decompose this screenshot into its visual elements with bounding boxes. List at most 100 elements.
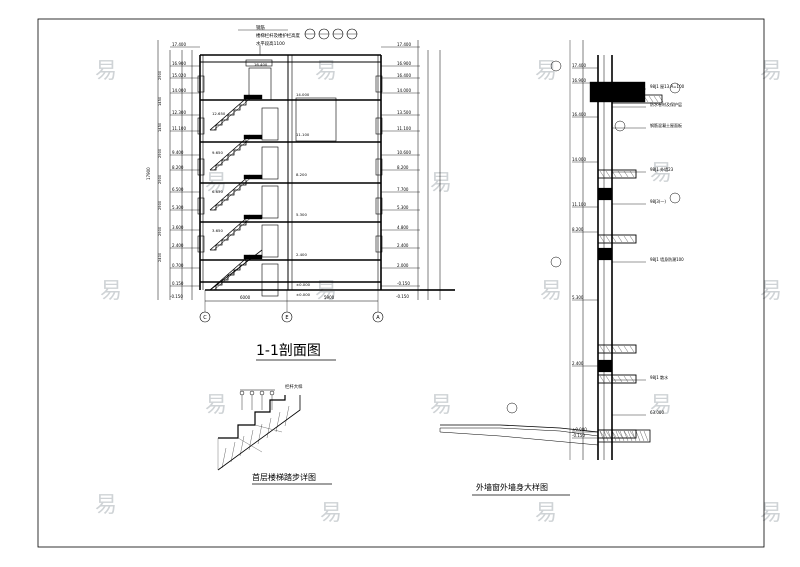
hatch-line: [629, 375, 635, 383]
dim-label: 2900: [158, 226, 162, 236]
hatch-line: [599, 375, 605, 383]
watermark-mark: 易: [100, 279, 122, 304]
hatch-line: [658, 95, 664, 103]
window-mark: [197, 75, 205, 93]
hatch-line: [221, 447, 227, 469]
level-left: 9.400: [172, 150, 184, 155]
window-sill: [597, 187, 613, 201]
hatch-line: [653, 95, 659, 103]
floor-band: [597, 234, 637, 244]
hatch-line: [615, 430, 621, 442]
floor-level: 5.300: [296, 212, 307, 217]
level-right: 10.600: [397, 150, 411, 155]
wall-level: ±0.000: [572, 427, 587, 432]
window-mark: [375, 197, 383, 215]
hatch-line: [611, 375, 617, 383]
landing: [243, 94, 263, 100]
wall-level: 8.200: [572, 227, 584, 232]
hatch-line: [617, 430, 623, 438]
wall-level: 2.400: [572, 361, 584, 366]
level-right: 16.400: [397, 73, 411, 78]
detail-bubble: [669, 82, 681, 94]
hatch-line: [599, 345, 605, 353]
dim-label: 2900: [158, 200, 162, 210]
total-height-label: 17900: [146, 167, 151, 180]
level-left: 3.600: [172, 225, 184, 230]
detail-bubble: [669, 192, 681, 204]
room-outline: [295, 97, 337, 142]
level-left: 16.900: [172, 61, 186, 66]
wall-note: 钢筋混凝土屋面板: [650, 122, 682, 128]
window-mark: [197, 158, 205, 176]
detail-bubble: [550, 60, 562, 72]
stair-stringer: [209, 254, 251, 291]
floor-level: 14.000: [296, 92, 310, 97]
hatch-line: [629, 430, 635, 438]
floor-band: [597, 344, 637, 354]
window-mark: [375, 75, 383, 93]
level-left: 6.500: [172, 187, 184, 192]
hatch-line: [248, 429, 254, 451]
step-profile: [218, 395, 286, 439]
hatch-line: [623, 345, 629, 353]
hatch-line: [623, 430, 629, 438]
stair-rail: [213, 94, 255, 131]
stair-stringer: [209, 249, 263, 291]
level-left: 5.300: [172, 205, 184, 210]
hatch-line: [257, 423, 263, 445]
wall-level: 11.100: [572, 202, 586, 207]
sheet-border: [37, 18, 765, 548]
hatch-line: [618, 95, 624, 103]
stair-stringer: [209, 174, 251, 211]
level-left: 17.400: [172, 42, 186, 47]
rail-bolt: [239, 390, 245, 396]
hatch-line: [617, 375, 623, 383]
hatch-line: [619, 430, 625, 442]
base-level: -0.150: [170, 294, 183, 299]
watermark-mark: 易: [205, 393, 227, 418]
hatch-line: [613, 95, 619, 103]
level-right: 4.800: [397, 225, 409, 230]
grid-label: C: [203, 315, 207, 321]
base-level: -0.150: [396, 294, 409, 299]
level-right: 2.400: [397, 243, 409, 248]
level-right: 5.300: [397, 205, 409, 210]
hatch-line: [623, 235, 629, 243]
dim-label: 2900: [158, 148, 162, 158]
foundation: [597, 429, 651, 443]
wall-level: -0.150: [572, 433, 585, 438]
floor-level: ±0.000: [296, 292, 311, 297]
floor-band: [597, 374, 637, 384]
level-left: 15.020: [172, 73, 186, 78]
watermark-mark: 易: [95, 59, 117, 84]
window-mark: [197, 117, 205, 135]
landing: [243, 134, 263, 140]
level-right: 14.000: [397, 88, 411, 93]
hatch-line: [605, 375, 611, 383]
detail-bubble: [614, 120, 626, 132]
grid-label: A: [376, 315, 380, 321]
roof-box: [245, 59, 273, 67]
hatch-line: [605, 170, 611, 178]
grid-bubble: [281, 311, 293, 323]
window-sill: [597, 247, 613, 261]
wall-note: 防水卷材及保护层: [650, 101, 682, 107]
hatch-line: [275, 411, 281, 433]
level-right: 11.100: [397, 126, 411, 131]
hatch-line: [603, 430, 609, 442]
watermark-mark: 易: [535, 501, 557, 526]
stair-detail-note: 栏杆大样: [285, 383, 303, 390]
wall-level: 16.900: [572, 78, 586, 83]
hatch-line: [611, 430, 617, 438]
dim-label: 2400: [158, 252, 162, 262]
window-mark: [375, 235, 383, 253]
watermark-mark: 易: [650, 161, 672, 186]
rail-bolt: [259, 390, 265, 396]
level-left: 0.150: [172, 281, 184, 286]
span-label: 5900: [324, 295, 335, 300]
stair-rail: [213, 134, 255, 171]
level-right: 16.900: [397, 61, 411, 66]
window-mark: [375, 158, 383, 176]
